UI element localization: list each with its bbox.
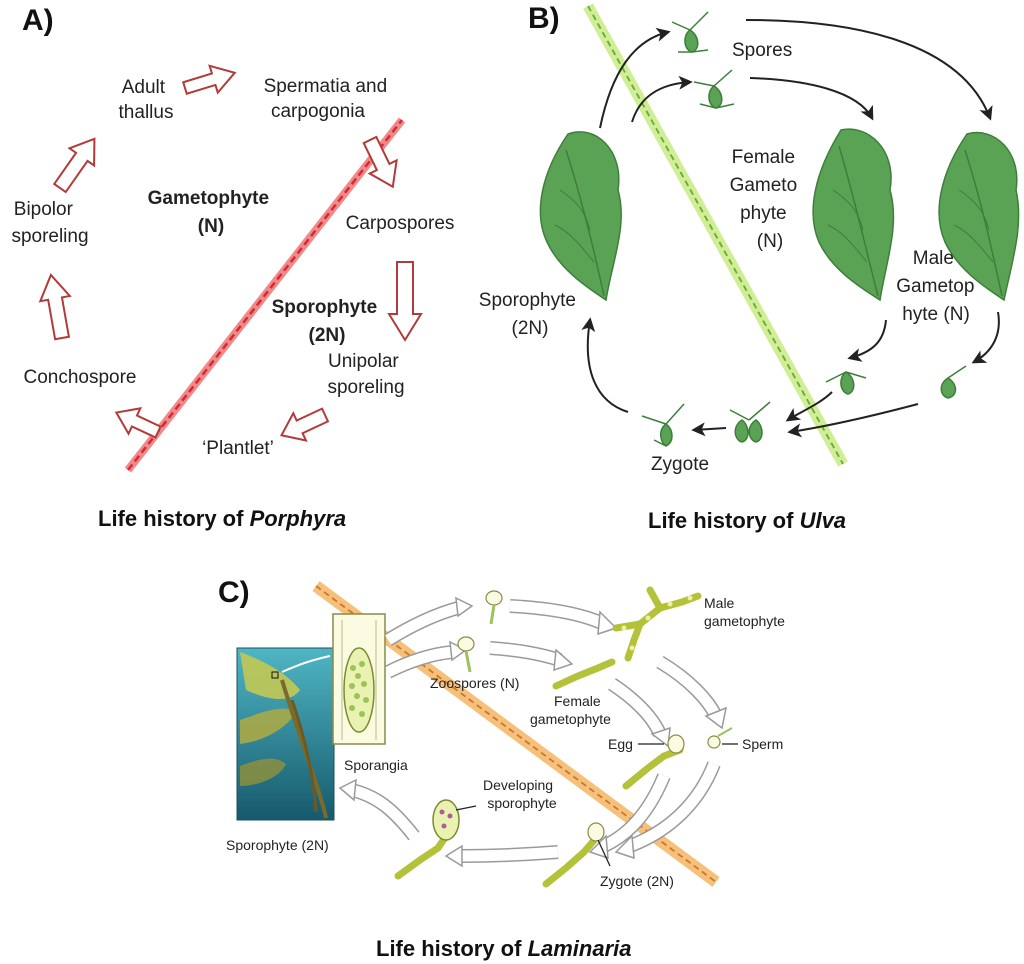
label-zoospores: Zoospores (N) <box>430 675 519 691</box>
spore-2 <box>693 69 735 109</box>
arrow-plantlet-to-conchospore <box>114 407 162 439</box>
sperm <box>707 727 733 749</box>
male-gametophyte-filament <box>612 586 702 662</box>
zygote-fused <box>729 401 771 443</box>
female-gametophyte-filament <box>552 658 616 690</box>
panel-c: C) <box>218 576 785 961</box>
sporophyte-thallus <box>539 131 622 302</box>
panel-b-cycle-arrows <box>581 19 1000 438</box>
male-gametophyte-thallus <box>938 131 1020 302</box>
zygote-germling <box>641 403 685 447</box>
label-sperm: Sperm <box>742 736 783 752</box>
label-male-gametophyte-b: Male Gametop hyte (N) <box>896 248 979 325</box>
label-egg: Egg <box>608 736 633 752</box>
label-zygote-b: Zygote <box>651 454 709 475</box>
arrow-mgamete-to-zygote <box>787 403 919 438</box>
panel-c-arrowheads <box>338 596 728 868</box>
panel-b: B) <box>479 2 1020 533</box>
arrow-sporophyte-to-spore2 <box>631 75 693 123</box>
panel-c-letter: C) <box>218 576 250 609</box>
arrow-spore1-to-male <box>745 19 993 121</box>
label-sporophyte-a: Sporophyte (2N) <box>272 297 383 346</box>
label-spermatia-carpogonia: Spermatia and carpogonia <box>264 76 393 122</box>
label-carpospores: Carpospores <box>346 213 455 234</box>
zoospore-2 <box>457 636 475 673</box>
label-adult-thallus: Adult thallus <box>119 77 174 123</box>
label-plantlet: ‘Plantlet’ <box>202 438 274 459</box>
spore-female <box>825 371 867 395</box>
arrow-spore2-to-female <box>749 77 874 121</box>
arrow-bipolor-to-thallus <box>52 137 96 194</box>
panel-a-letter: A) <box>22 4 54 37</box>
caption-laminaria: Life history of Laminaria <box>376 936 632 961</box>
label-sporophyte-c: Sporophyte (2N) <box>226 837 329 853</box>
label-spores: Spores <box>732 40 792 61</box>
sporangia-detail <box>281 613 386 745</box>
label-female-gametophyte-b: Female Gameto phyte (N) <box>730 147 803 252</box>
zoospore-1 <box>485 590 503 625</box>
panel-b-letter: B) <box>528 2 560 35</box>
label-bipolor-sporeling: Bipolor sporeling <box>11 199 88 247</box>
label-sporangia: Sporangia <box>344 757 408 773</box>
arrow-conchospore-to-bipolor <box>38 273 72 341</box>
panel-a: A) Adult thallus Spermatia and carpogoni… <box>11 4 454 531</box>
developing-sporophyte <box>394 799 460 880</box>
arrow-carpospores-to-unipolar <box>387 261 423 342</box>
label-male-gametophyte-c: Male gametophyte <box>704 595 785 629</box>
arrow-spermatia-to-carpospores <box>362 135 398 189</box>
arrow-thallus-to-spermatia <box>181 64 237 95</box>
arrow-unipolar-to-plantlet <box>279 407 330 442</box>
egg-germling <box>622 734 685 790</box>
label-conchospore: Conchospore <box>23 367 136 388</box>
label-unipolar-sporeling: Unipolar sporeling <box>327 351 404 398</box>
caption-ulva: Life history of Ulva <box>648 508 846 533</box>
spore-male <box>940 365 967 399</box>
panel-a-cycle-arrows <box>38 64 423 442</box>
label-zygote-c: Zygote (2N) <box>600 873 674 889</box>
female-gametophyte-thallus <box>812 128 895 302</box>
label-female-gametophyte-c: Female gametophyte <box>530 693 611 727</box>
arrow-germling-to-sporophyte <box>581 317 629 413</box>
label-developing-sporophyte: Developing sporophyte <box>483 777 557 811</box>
male-gametophyte-cells <box>621 595 693 651</box>
label-gametophyte: Gametophyte (N) <box>148 188 275 237</box>
panel-c-leaders <box>455 743 738 867</box>
caption-porphyra: Life history of Porphyra <box>98 506 346 531</box>
panel-b-divider <box>587 5 844 465</box>
spore-1 <box>671 11 709 53</box>
kelp-photo <box>236 647 335 821</box>
panel-a-divider <box>127 119 403 471</box>
label-sporophyte-b: Sporophyte (2N) <box>479 290 581 339</box>
arrow-male-to-gamete <box>971 311 1000 364</box>
arrow-female-to-gamete <box>847 319 887 362</box>
spores <box>641 11 967 447</box>
arrow-fgamete-to-zygote <box>785 391 833 422</box>
arrow-zygote-to-germling <box>691 422 727 437</box>
zygote-germling-c <box>542 822 605 888</box>
panel-c-cycle-arrows-fill <box>350 600 721 862</box>
arrow-sporophyte-to-spore1 <box>599 27 671 129</box>
